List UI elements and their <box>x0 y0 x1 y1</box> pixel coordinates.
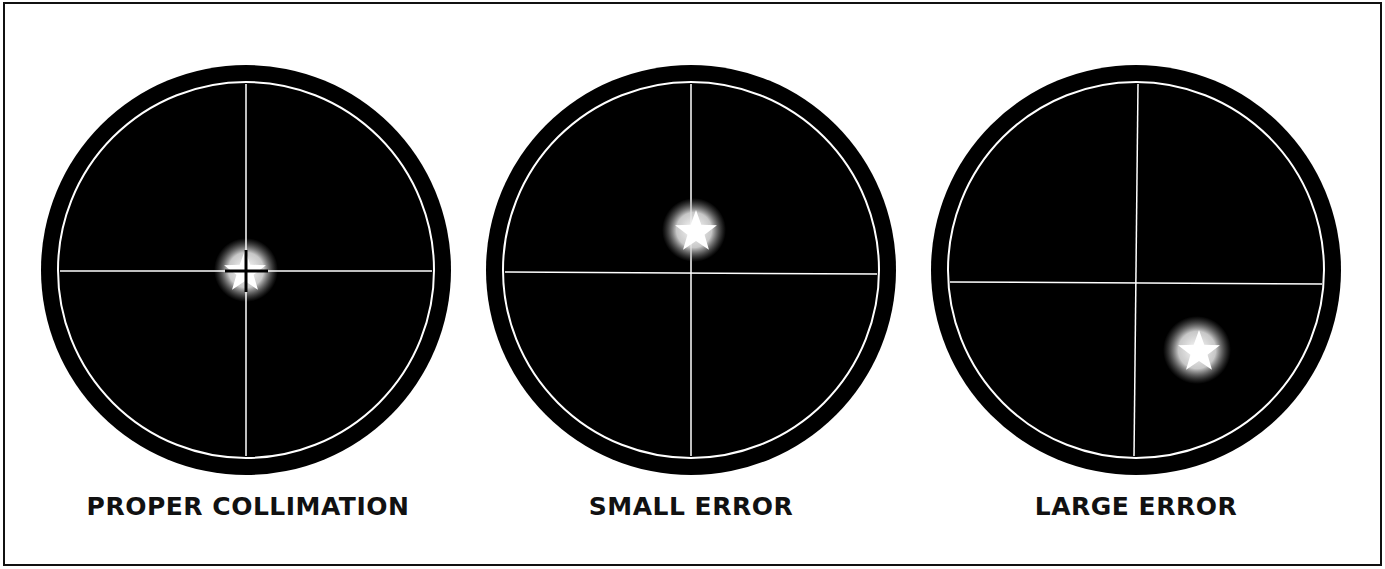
eyepiece-proper <box>41 65 451 475</box>
eyepiece-small-error <box>486 65 896 475</box>
caption-proper: PROPER COLLIMATION <box>28 492 468 521</box>
caption-large-error: LARGE ERROR <box>916 492 1356 521</box>
frame <box>4 3 1381 565</box>
caption-small-error: SMALL ERROR <box>471 492 911 521</box>
eyepiece-large-error <box>931 65 1341 475</box>
